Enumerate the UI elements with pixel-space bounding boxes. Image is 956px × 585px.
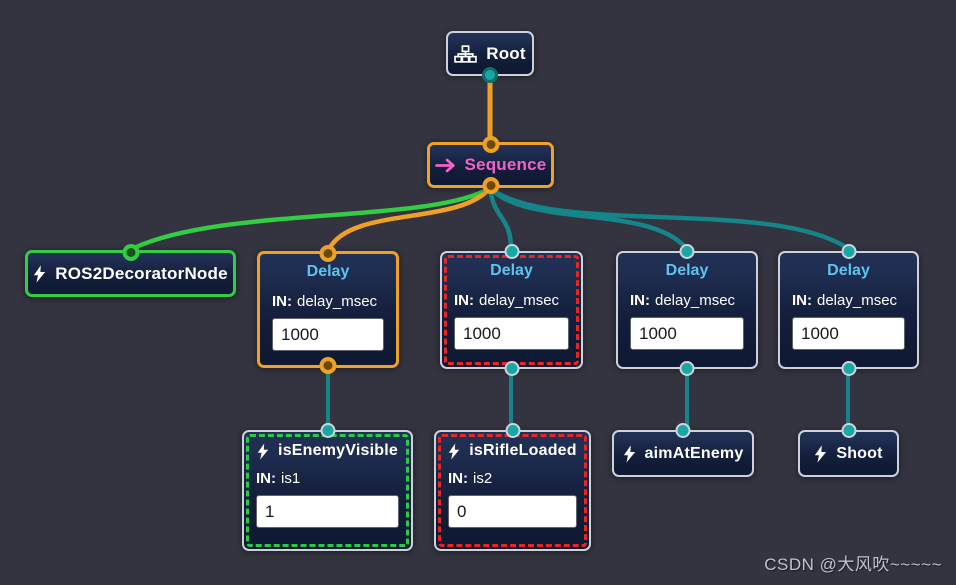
node-delay-1[interactable]: Delay IN: delay_msec <box>257 245 399 374</box>
node-title: ROS2DecoratorNode <box>55 263 228 283</box>
port-isenemyvisible-top[interactable] <box>320 423 335 438</box>
port-direction-label: IN: <box>630 292 650 309</box>
port-aimatenemy-top[interactable] <box>675 423 691 438</box>
port-delay-4-top[interactable] <box>841 244 856 259</box>
is1-input[interactable] <box>256 495 399 528</box>
port-sequence-bottom[interactable] <box>482 177 499 194</box>
port-direction-label: IN: <box>448 470 468 487</box>
node-title: Delay <box>306 263 350 280</box>
node-ros2decoratornode[interactable]: ROS2DecoratorNode <box>25 244 236 297</box>
port-key-label: delay_msec <box>297 293 378 310</box>
delay-msec-input[interactable] <box>454 317 569 350</box>
port-delay-4-bottom[interactable] <box>841 361 856 376</box>
node-sequence[interactable]: Sequence <box>427 136 554 194</box>
port-delay-1-bottom[interactable] <box>319 357 337 374</box>
port-ros2decoratornode-top[interactable] <box>122 244 139 261</box>
edge-sequence-ros2decorator <box>131 185 493 251</box>
port-direction-label: IN: <box>792 292 812 309</box>
port-delay-3-bottom[interactable] <box>679 361 695 376</box>
csdn-watermark: CSDN @大风吹~~~~~ <box>764 555 942 574</box>
port-direction-label: IN: <box>256 470 276 487</box>
port-sequence-top[interactable] <box>482 136 499 153</box>
node-title: aimAtEnemy <box>644 444 744 462</box>
edge-sequence-delay2 <box>487 185 514 252</box>
port-label-row: IN: delay_msec <box>780 292 917 309</box>
node-delay-3[interactable]: Delay IN: delay_msec <box>616 244 758 376</box>
node-title: Delay <box>490 262 533 279</box>
node-root[interactable]: Root <box>446 31 534 83</box>
delay-msec-input[interactable] <box>792 317 905 350</box>
edge-sequence-delay4 <box>487 185 850 251</box>
port-key-label: delay_msec <box>817 292 898 309</box>
node-title: Delay <box>827 262 870 279</box>
bolt-icon <box>33 264 46 283</box>
node-title: Root <box>486 43 526 63</box>
node-title: Shoot <box>836 444 883 462</box>
bolt-icon <box>257 443 269 460</box>
edge-sequence-delay1 <box>326 185 493 252</box>
port-label-row: IN: delay_msec <box>260 293 396 310</box>
node-title: Delay <box>665 262 709 279</box>
port-key-label: delay_msec <box>479 292 560 309</box>
port-root-bottom[interactable] <box>482 67 498 83</box>
port-direction-label: IN: <box>272 293 292 310</box>
port-delay-3-top[interactable] <box>679 244 695 259</box>
tree-icon <box>454 44 478 63</box>
delay-msec-input[interactable] <box>272 318 384 351</box>
is2-input[interactable] <box>448 495 577 528</box>
port-direction-label: IN: <box>454 292 474 309</box>
bolt-icon <box>623 444 636 463</box>
port-label-row: IN: is2 <box>436 470 589 487</box>
port-isrifleloaded-top[interactable] <box>505 423 520 438</box>
port-label-row: IN: is1 <box>244 470 411 487</box>
node-delay-2[interactable]: Delay IN: delay_msec <box>440 244 583 376</box>
bolt-icon <box>448 443 460 460</box>
port-key-label: is1 <box>281 470 301 487</box>
delay-msec-input[interactable] <box>630 317 744 350</box>
bolt-icon <box>814 444 827 463</box>
node-title: isRifleLoaded <box>469 442 577 459</box>
node-title: isEnemyVisible <box>278 442 398 459</box>
node-shoot[interactable]: Shoot <box>798 423 899 477</box>
port-delay-2-bottom[interactable] <box>504 361 519 376</box>
node-isrifleloaded[interactable]: isRifleLoaded IN: is2 <box>434 423 591 551</box>
node-isenemyvisible[interactable]: isEnemyVisible IN: is1 <box>242 423 413 551</box>
port-delay-2-top[interactable] <box>504 244 519 259</box>
port-key-label: is2 <box>473 470 493 487</box>
port-label-row: IN: delay_msec <box>618 292 756 309</box>
arrow-right-icon <box>434 158 456 173</box>
port-delay-1-top[interactable] <box>319 245 337 262</box>
node-aimatenemy[interactable]: aimAtEnemy <box>612 423 754 477</box>
node-delay-4[interactable]: Delay IN: delay_msec <box>778 244 919 376</box>
port-key-label: delay_msec <box>655 292 736 309</box>
port-label-row: IN: delay_msec <box>442 292 581 309</box>
port-shoot-top[interactable] <box>841 423 856 438</box>
node-title: Sequence <box>464 155 547 174</box>
